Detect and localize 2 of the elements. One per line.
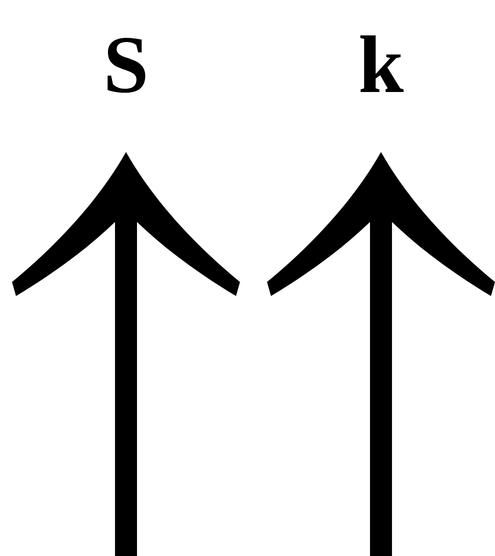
vector-label: k (360, 35, 404, 92)
vector-label: S (108, 38, 146, 93)
